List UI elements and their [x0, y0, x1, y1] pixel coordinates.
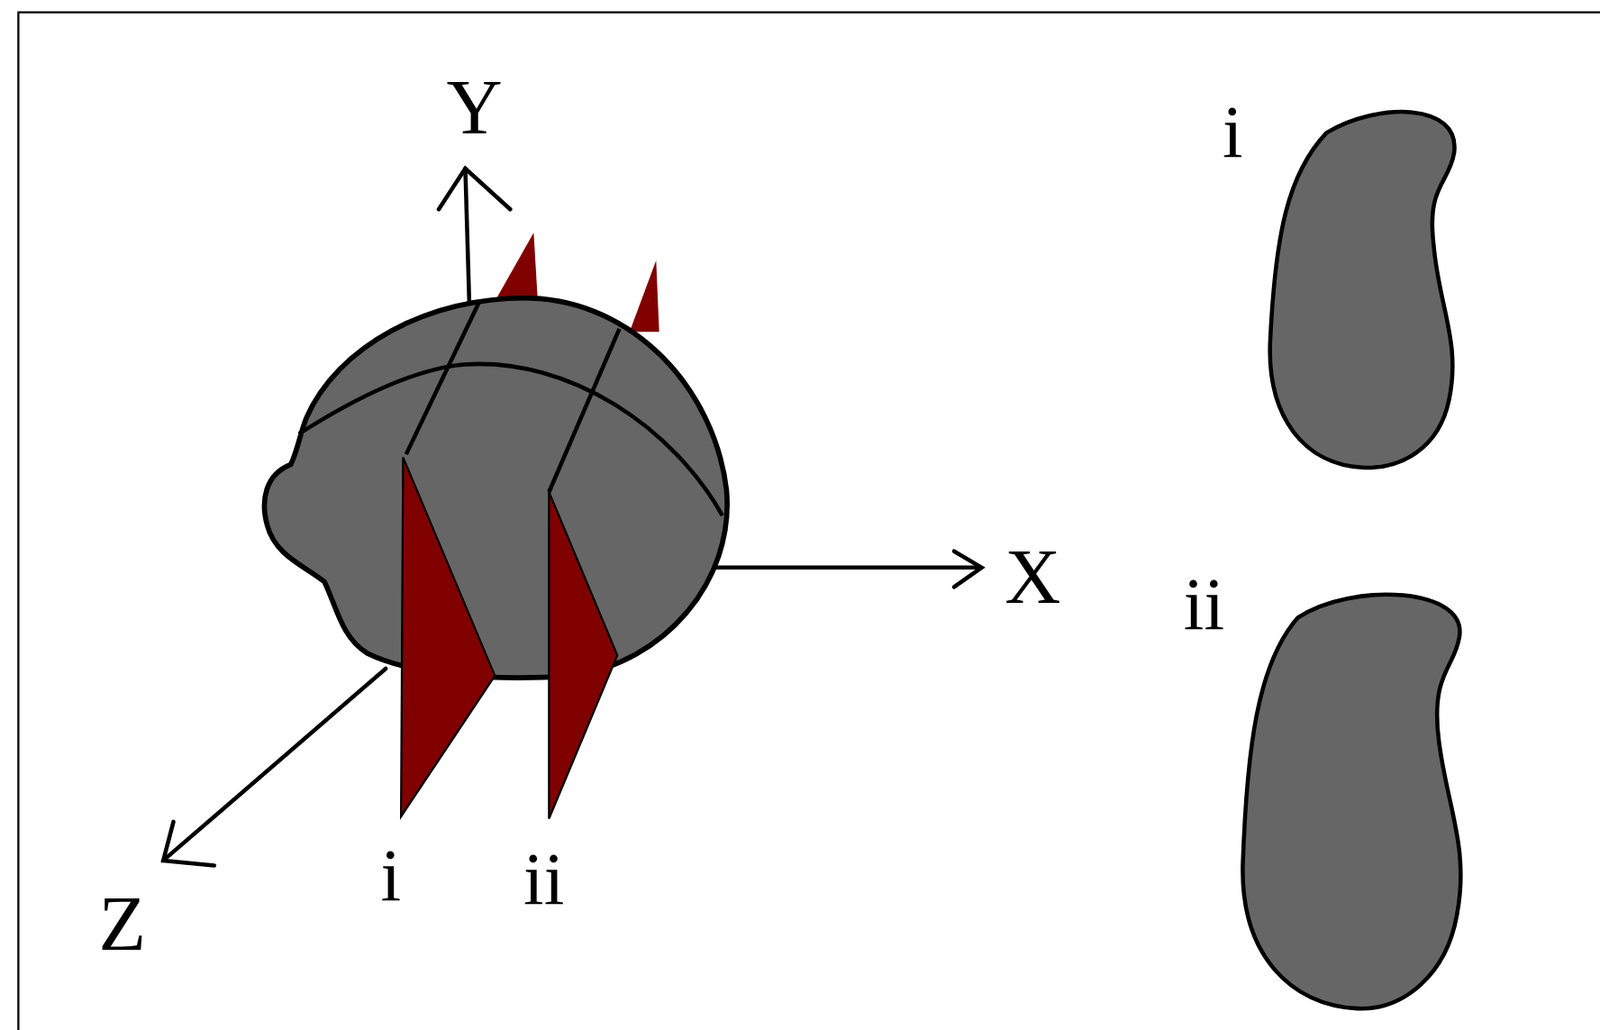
plane-ii-top [629, 260, 660, 332]
plane-label: i [380, 838, 401, 913]
axes [163, 168, 982, 866]
plane-label: ii [523, 843, 564, 918]
axis-label: X [1004, 537, 1061, 616]
plane-i-top [494, 232, 538, 301]
section-i [1270, 111, 1455, 468]
plane-ii [548, 491, 618, 819]
head [263, 298, 728, 678]
frame [18, 12, 1600, 1030]
plane-i [400, 457, 495, 818]
head-lines [299, 300, 723, 516]
section-label: i [1222, 95, 1244, 170]
section-label: ii [1183, 567, 1225, 642]
axis-label: Y [446, 68, 503, 146]
axis-label: Z [99, 884, 147, 963]
section-ii [1242, 594, 1461, 1009]
